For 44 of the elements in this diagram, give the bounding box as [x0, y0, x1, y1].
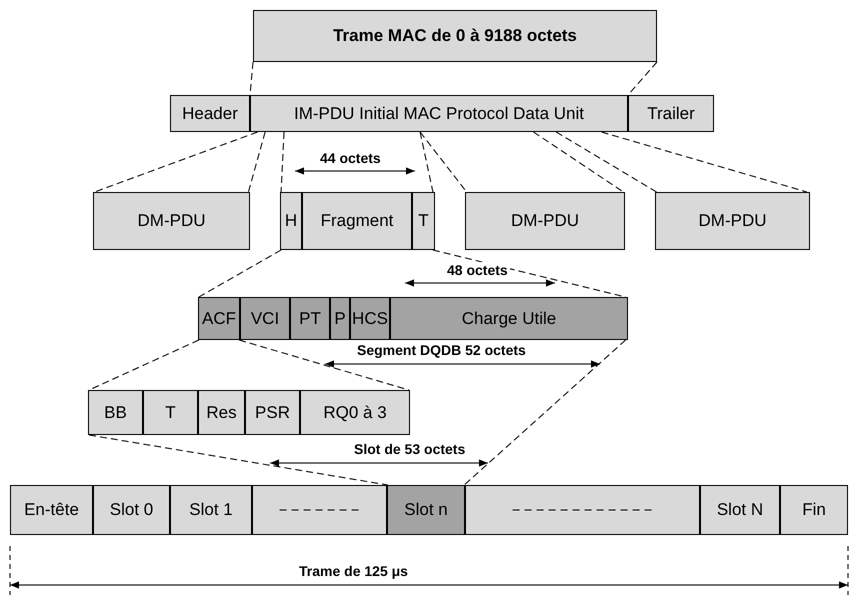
dimension-label: Slot de 53 octets [352, 441, 468, 457]
field-cell: P [330, 297, 350, 340]
field-cell: Slot 1 [170, 485, 252, 535]
field-cell: Slot n [387, 485, 465, 535]
expansion-line [280, 132, 285, 192]
field-cell: T [143, 390, 198, 435]
field-cell: Trame MAC de 0 à 9188 octets [253, 10, 657, 62]
expansion-line [88, 434, 388, 486]
expansion-line [420, 132, 434, 192]
field-cell: BB [88, 390, 143, 435]
field-cell: H [280, 192, 302, 250]
expansion-line [198, 250, 282, 298]
field-cell: Slot N [700, 485, 780, 535]
field-cell: En-tête [10, 485, 93, 535]
field-cell: PT [290, 297, 330, 340]
field-cell: Charge Utile [390, 297, 628, 340]
expansion-line [248, 132, 266, 192]
field-cell: DM-PDU [93, 192, 250, 250]
field-cell: Slot 0 [93, 485, 170, 535]
field-cell: Res [198, 390, 245, 435]
field-cell: DM-PDU [655, 192, 810, 250]
field-cell: Header [170, 95, 250, 132]
expansion-line [601, 132, 808, 192]
field-cell: PSR [245, 390, 300, 435]
field-cell: T [412, 192, 435, 250]
field-cell: HCS [350, 297, 390, 340]
field-cell: Trailer [628, 95, 714, 132]
field-cell: Fragment [302, 192, 412, 250]
expansion-line [533, 132, 624, 192]
dimension-label: 44 octets [318, 150, 383, 166]
field-cell: RQ0 à 3 [300, 390, 410, 435]
expansion-line [556, 132, 658, 192]
expansion-line [464, 340, 626, 486]
field-cell: Fin [780, 485, 848, 535]
dimension-label: Segment DQDB 52 octets [355, 342, 528, 358]
expansion-line [420, 132, 468, 192]
dimension-label: 48 octets [445, 262, 510, 278]
expansion-line [94, 132, 258, 192]
dimension-label: Trame de 125 μs [297, 563, 410, 579]
expansion-line [238, 340, 410, 390]
field-cell: VCI [240, 297, 290, 340]
field-cell: ACF [198, 297, 240, 340]
field-cell: IM-PDU Initial MAC Protocol Data Unit [250, 95, 628, 132]
field-cell: DM-PDU [465, 192, 625, 250]
